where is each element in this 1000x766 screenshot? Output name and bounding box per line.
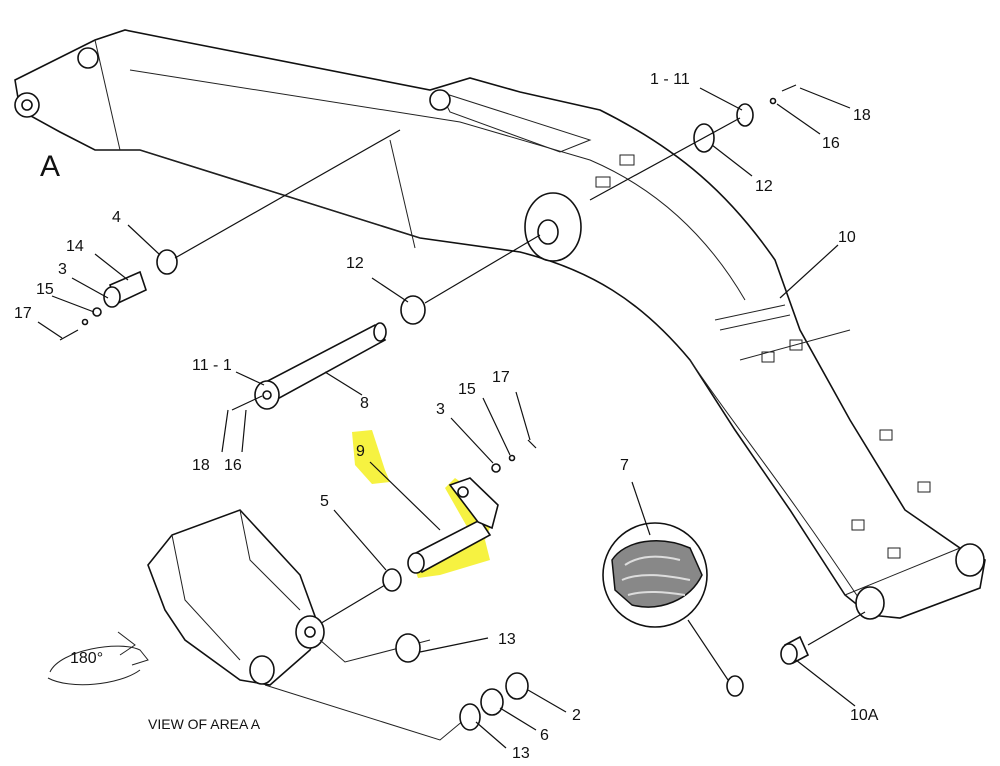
callout-2: 2 (572, 707, 581, 724)
callout-14: 14 (66, 238, 84, 255)
callout-5: 5 (320, 493, 329, 510)
callout-13-bot: 13 (512, 745, 530, 762)
seal-7-detail (602, 522, 744, 697)
callout-16-top: 16 (822, 135, 840, 152)
callout-8: 8 (360, 395, 369, 412)
rotation-arrow-icon (47, 631, 149, 686)
view-caption: VIEW OF AREA A (148, 716, 261, 732)
callout-leaders (37, 87, 856, 749)
callout-15-left: 15 (36, 281, 54, 298)
callout-11-1: 11 - 1 (192, 357, 232, 374)
callout-labels: 1 - 11 18 16 12 10 4 14 3 15 17 12 11 - … (14, 71, 879, 762)
callout-17-left: 17 (14, 305, 32, 322)
callout-3-left: 3 (58, 261, 67, 278)
callout-3-mid: 3 (436, 401, 445, 418)
bottom-washers (395, 633, 529, 731)
callout-6: 6 (540, 727, 549, 744)
callout-10a: 10A (850, 707, 879, 724)
callout-7: 7 (620, 457, 629, 474)
callout-13-mid: 13 (498, 631, 516, 648)
callout-18-top: 18 (853, 107, 871, 124)
callout-10: 10 (838, 229, 856, 246)
washer-5 (382, 568, 402, 592)
bracket-view-a (147, 509, 471, 741)
callout-1-11: 1 - 11 (650, 71, 690, 88)
callout-12-mid: 12 (346, 255, 364, 272)
callout-16-left: 16 (224, 457, 242, 474)
pin-9 (407, 439, 537, 574)
boom-body (14, 29, 986, 620)
bushing-10a (780, 611, 866, 665)
callout-18-left: 18 (192, 457, 210, 474)
label-9-highlight (352, 430, 390, 484)
pin-8 (231, 322, 387, 411)
callout-17-mid: 17 (492, 369, 510, 386)
callout-4: 4 (112, 209, 121, 226)
callout-12-top: 12 (755, 178, 773, 195)
area-marker: A (40, 150, 60, 183)
rotation-label: 180° (70, 650, 103, 667)
callout-15-mid: 15 (458, 381, 476, 398)
callout-9: 9 (356, 443, 365, 460)
washer-12-mid (400, 295, 426, 325)
